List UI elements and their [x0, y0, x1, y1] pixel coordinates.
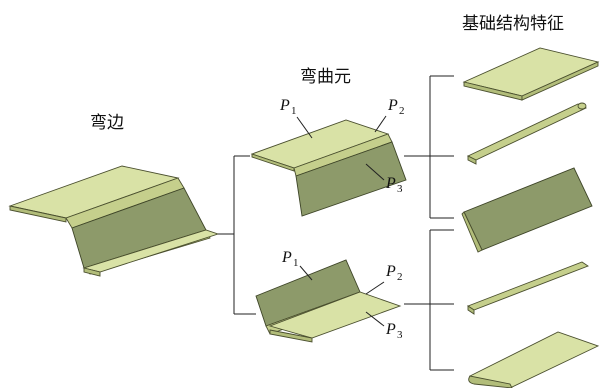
p3-top: P — [385, 175, 396, 192]
feature-rounded-plate-bottom — [468, 331, 600, 388]
p1-top: P — [279, 97, 290, 114]
bracket-right-bottom — [404, 229, 454, 371]
p3-top-sub: 3 — [397, 183, 403, 195]
p2-top-sub: 2 — [399, 105, 405, 117]
bend-element-top — [250, 119, 407, 217]
point-labels-bottom: P 1 P 2 P 3 — [281, 249, 403, 341]
bend-part — [8, 165, 220, 277]
bend-element-bottom — [255, 259, 402, 343]
p2-bottom: P — [385, 263, 396, 280]
p1-bottom: P — [281, 249, 292, 266]
p3-bottom-sub: 3 — [397, 329, 403, 341]
feature-rounded-rod-top — [466, 102, 588, 165]
p2-top: P — [387, 97, 398, 114]
feature-rounded-rod-bottom — [467, 261, 589, 315]
feature-dark-plate — [461, 167, 593, 253]
p1-bottom-sub: 1 — [293, 257, 299, 269]
point-labels-top: P 1 P 2 P 3 — [279, 97, 405, 195]
p1-top-sub: 1 — [291, 105, 297, 117]
feature-flat-plate-top — [462, 47, 600, 101]
label-bend-element: 弯曲元 — [300, 67, 351, 87]
p2-bottom-sub: 2 — [397, 271, 403, 283]
label-bend: 弯边 — [90, 113, 124, 133]
bracket-left — [218, 155, 256, 315]
p3-bottom: P — [385, 321, 396, 338]
bracket-right-top — [404, 75, 454, 219]
label-basic-features: 基础结构特征 — [462, 14, 564, 34]
